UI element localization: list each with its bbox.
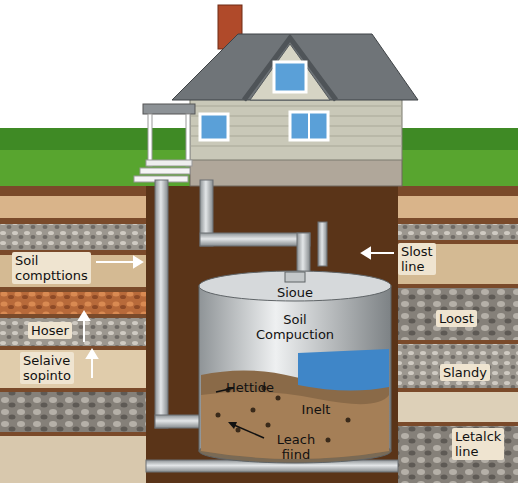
tank-text: Inelt	[302, 402, 331, 417]
soil-label: Slandy	[440, 364, 490, 381]
tank-text: Leach fiind	[277, 432, 315, 462]
tank-text: Soil Compuction	[256, 312, 334, 342]
soil-label: Selaive sopinto	[20, 352, 74, 384]
soil-label: Soil compttions	[12, 252, 91, 284]
tank-text: Hettide	[226, 380, 274, 395]
soil-label: Letalck line	[452, 428, 504, 460]
soil-label: Loost	[436, 310, 477, 327]
soil-label: Hoser	[28, 322, 72, 339]
soil-label: Slost line	[398, 243, 436, 275]
septic-tank: SioueSoil CompuctionHettideIneltLeach fi…	[198, 270, 392, 465]
tank-text: Sioue	[277, 285, 313, 300]
